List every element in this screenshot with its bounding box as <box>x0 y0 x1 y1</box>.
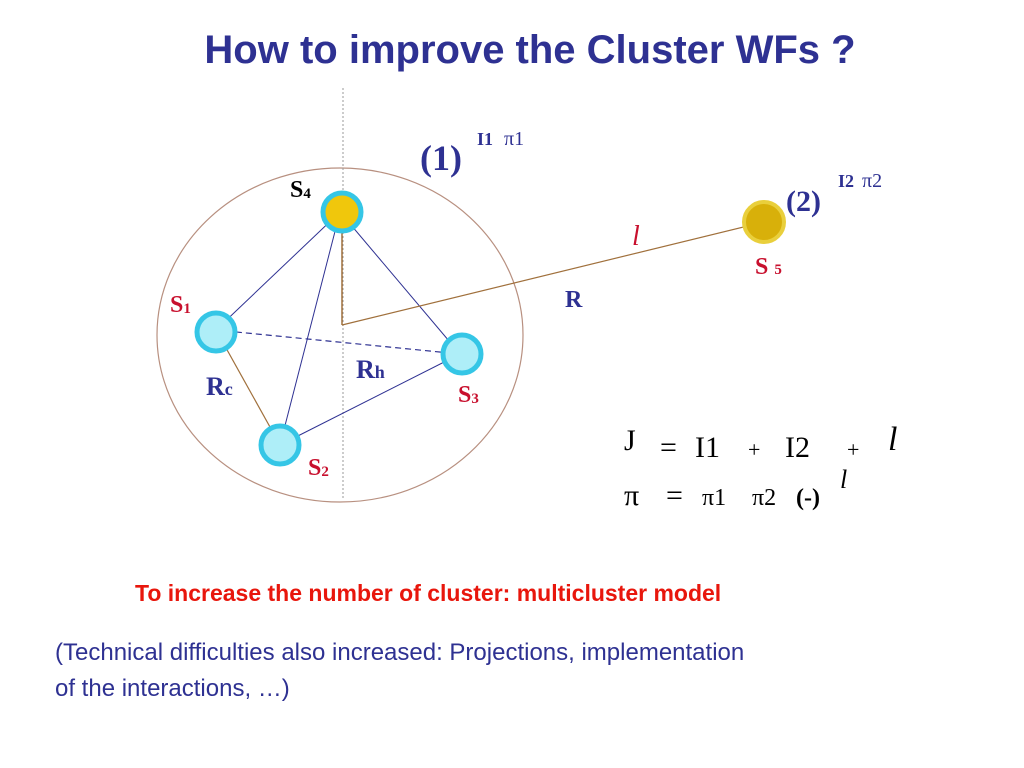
node-s3 <box>440 332 484 376</box>
edge-s4-s3 <box>339 211 461 355</box>
cluster2-sup-i: I2 <box>838 171 854 191</box>
r-line <box>341 221 765 326</box>
eq1-plus-2: + <box>847 437 859 462</box>
eq2-exponent-l: l <box>840 465 847 494</box>
label-rc: Rc <box>206 372 233 401</box>
node-s1 <box>194 310 238 354</box>
cluster-boundary <box>156 167 524 503</box>
cluster2-label: (2) <box>786 185 821 218</box>
note-line-1: (Technical difficulties also increased: … <box>55 639 745 666</box>
cluster1-sup-i: I1 <box>477 129 493 149</box>
label-s3: S3 <box>458 382 479 408</box>
eq2-lhs: π <box>624 479 639 512</box>
eq1-equals: = <box>660 431 677 464</box>
eq2-equals: = <box>666 479 683 512</box>
eq2-term-pi2: π2 <box>752 485 776 511</box>
label-s1: S1 <box>170 292 191 318</box>
eq2-term-pi1: π1 <box>702 485 726 511</box>
edge-s1-s3-dashed <box>215 329 461 355</box>
label-s2: S2 <box>308 455 329 481</box>
node-s5 <box>742 200 786 244</box>
eq1-plus-1: + <box>748 437 760 462</box>
label-r: R <box>565 287 583 313</box>
label-s4: S4 <box>290 177 311 203</box>
eq1-term-i1: I1 <box>695 431 720 464</box>
highlight-text: To increase the number of cluster: multi… <box>135 580 722 606</box>
cluster2-sup-pi: π2 <box>862 170 882 192</box>
eq2-term-sign: (-) <box>796 485 820 511</box>
eq1-term-i2: I2 <box>785 431 810 464</box>
label-rh: Rh <box>356 355 385 384</box>
eq1-lhs: J <box>624 424 636 457</box>
edge-s4-s1 <box>215 211 341 331</box>
node-s4 <box>320 190 364 234</box>
node-s2 <box>258 423 302 467</box>
cluster1-label: (1) <box>420 138 462 178</box>
note-text: (Technical difficulties also increased: … <box>55 635 975 707</box>
edge-s4-s2 <box>279 211 341 446</box>
eq1-term-l: l <box>888 421 897 458</box>
label-l: l <box>632 221 640 252</box>
edge-s2-s3 <box>279 353 461 446</box>
cluster1-sup-pi: π1 <box>504 128 524 150</box>
equations: J = I1 + I2 + l π = π1 π2 (-) l <box>624 421 897 512</box>
note-line-2: of the interactions, …) <box>55 675 290 702</box>
page-title: How to improve the Cluster WFs ? <box>204 28 856 72</box>
